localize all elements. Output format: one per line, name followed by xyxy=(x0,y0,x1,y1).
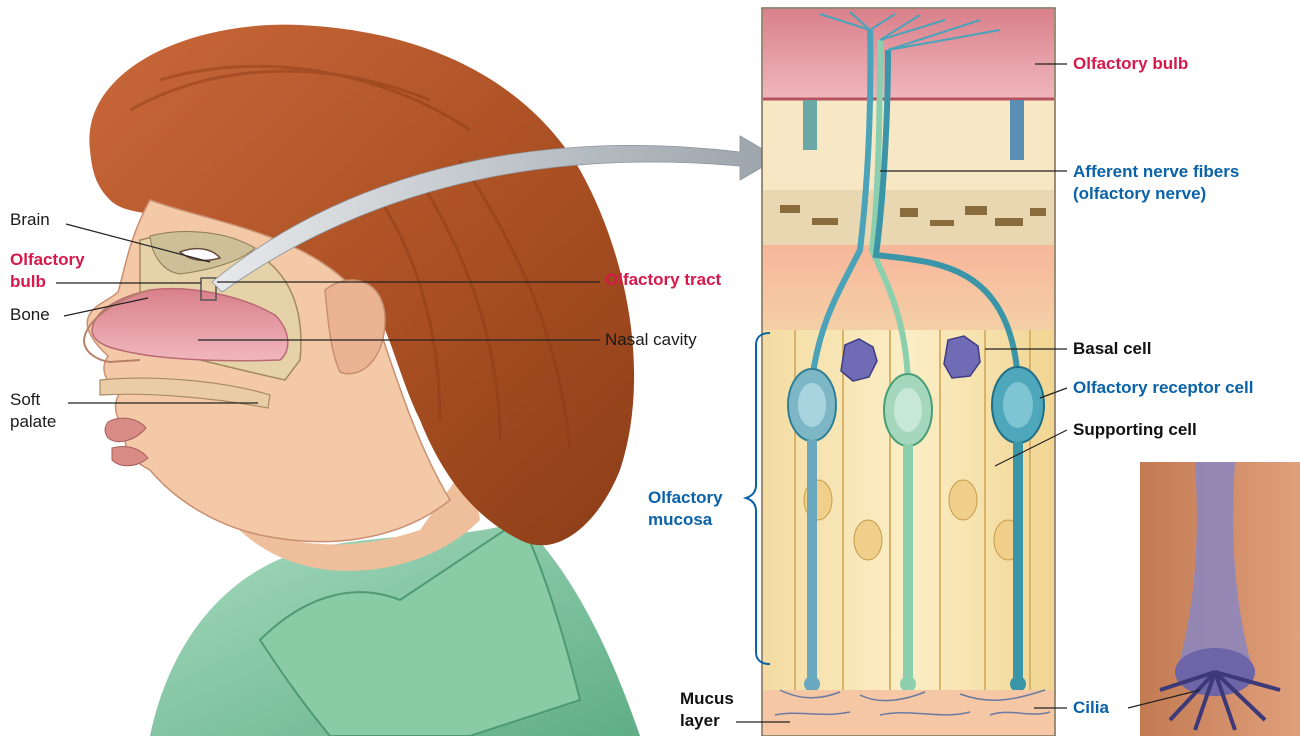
label-afferent-2: (olfactory nerve) xyxy=(1073,183,1206,204)
label-olfactory-bulb-right: Olfactory bulb xyxy=(1073,53,1188,74)
label-mucus-1: Mucus xyxy=(680,688,734,709)
label-afferent-1: Afferent nerve fibers xyxy=(1073,161,1239,182)
label-olfactory-mucosa-1: Olfactory xyxy=(648,487,723,508)
label-mucus-2: layer xyxy=(680,710,720,731)
label-nasal-cavity: Nasal cavity xyxy=(605,329,697,350)
head-illustration xyxy=(84,25,640,736)
bone-layer xyxy=(763,190,1054,245)
label-olfactory-tract: Olfactory tract xyxy=(605,269,721,290)
label-basal-cell: Basal cell xyxy=(1073,338,1151,359)
label-olfactory-receptor-cell: Olfactory receptor cell xyxy=(1073,377,1253,398)
post-right xyxy=(1010,100,1024,160)
post-left xyxy=(803,100,817,150)
label-olfactory-bulb-left-1: Olfactory xyxy=(10,249,85,270)
label-cilia: Cilia xyxy=(1073,697,1109,718)
label-soft-palate-1: Soft xyxy=(10,389,40,410)
label-brain: Brain xyxy=(10,209,50,230)
label-bone: Bone xyxy=(10,304,50,325)
label-soft-palate-2: palate xyxy=(10,411,56,432)
label-olfactory-mucosa-2: mucosa xyxy=(648,509,712,530)
label-supporting-cell: Supporting cell xyxy=(1073,419,1197,440)
tissue-column xyxy=(762,8,1055,736)
label-olfactory-bulb-left-2: bulb xyxy=(10,271,46,292)
cilia-micrograph xyxy=(1140,462,1300,736)
